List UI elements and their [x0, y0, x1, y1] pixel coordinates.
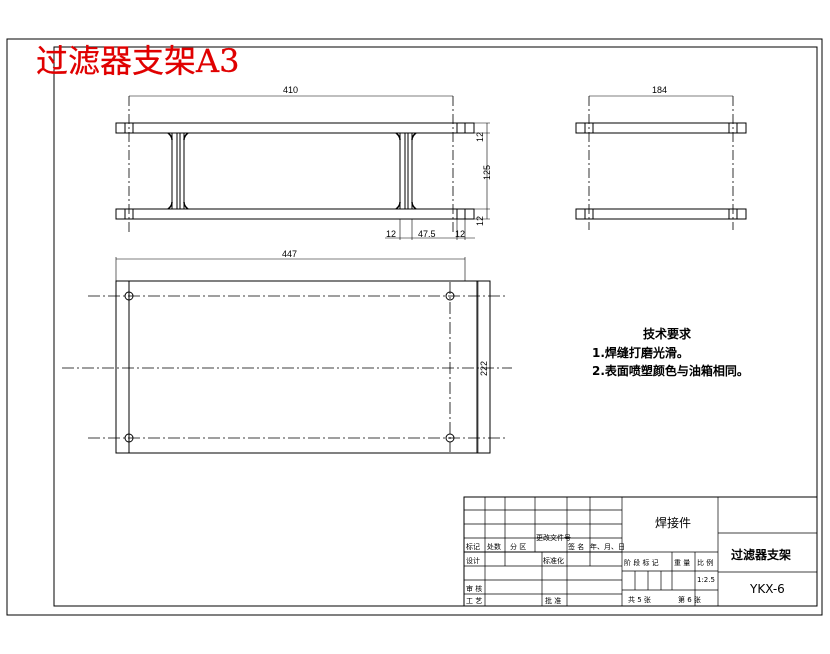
dim-front-height: 125 [482, 165, 492, 180]
label-change-doc: 更改文件号 [536, 533, 571, 542]
label-review: 审 核 [466, 584, 482, 593]
title-block [463, 496, 818, 607]
sheet-title: 过滤器支架A3 [36, 42, 239, 80]
title-drawing-number: YKX-6 [749, 582, 785, 596]
label-date: 年、月、日 [590, 542, 625, 551]
label-sheet-no: 第 6 张 [678, 595, 701, 604]
label-design: 设计 [466, 556, 480, 565]
tech-req-item-1: 1.焊缝打磨光滑。 [592, 345, 689, 360]
label-approve: 批 准 [545, 596, 561, 605]
title-part-type: 焊接件 [655, 515, 691, 530]
label-weight: 重 量 [674, 559, 690, 567]
plan-dimension-lines [115, 257, 479, 453]
label-standardization: 标准化 [543, 556, 564, 565]
title-drawing-name: 过滤器支架 [731, 547, 791, 562]
label-zone: 分 区 [510, 542, 526, 551]
plan-centerlines [62, 282, 512, 452]
label-process: 工 艺 [466, 597, 482, 605]
label-ratio: 比 例 [697, 558, 713, 567]
dim-plan-height: 222 [479, 361, 489, 376]
side-view [575, 122, 747, 220]
tech-req-item-2: 2.表面喷塑颜色与油箱相同。 [592, 363, 749, 378]
label-stage-mark: 阶 段 标 记 [624, 558, 659, 567]
outer-border [6, 38, 823, 616]
label-count: 处数 [487, 542, 501, 551]
front-view [115, 122, 475, 220]
front-centerlines [128, 96, 454, 232]
dim-front-bottom-left: 12 [386, 229, 396, 239]
tech-req-heading: 技术要求 [643, 326, 692, 341]
side-centerlines [588, 96, 734, 230]
dim-front-bottom-mid: 47.5 [418, 229, 436, 239]
dim-front-flange-bottom: 12 [475, 216, 485, 226]
dim-front-width: 410 [283, 85, 298, 95]
front-dimension-lines [129, 95, 490, 240]
label-mark: 标记 [466, 542, 480, 551]
dim-side-width: 184 [652, 85, 667, 95]
inner-border [53, 46, 818, 607]
label-signature: 签 名 [568, 542, 584, 551]
plan-view [115, 280, 491, 454]
dim-plan-width: 447 [282, 249, 297, 259]
title-scale: 1:2.5 [697, 576, 715, 584]
dim-front-bottom-right: 12 [455, 229, 465, 239]
label-total-sheets: 共 5 张 [628, 595, 651, 604]
dim-front-flange-top: 12 [475, 132, 485, 142]
